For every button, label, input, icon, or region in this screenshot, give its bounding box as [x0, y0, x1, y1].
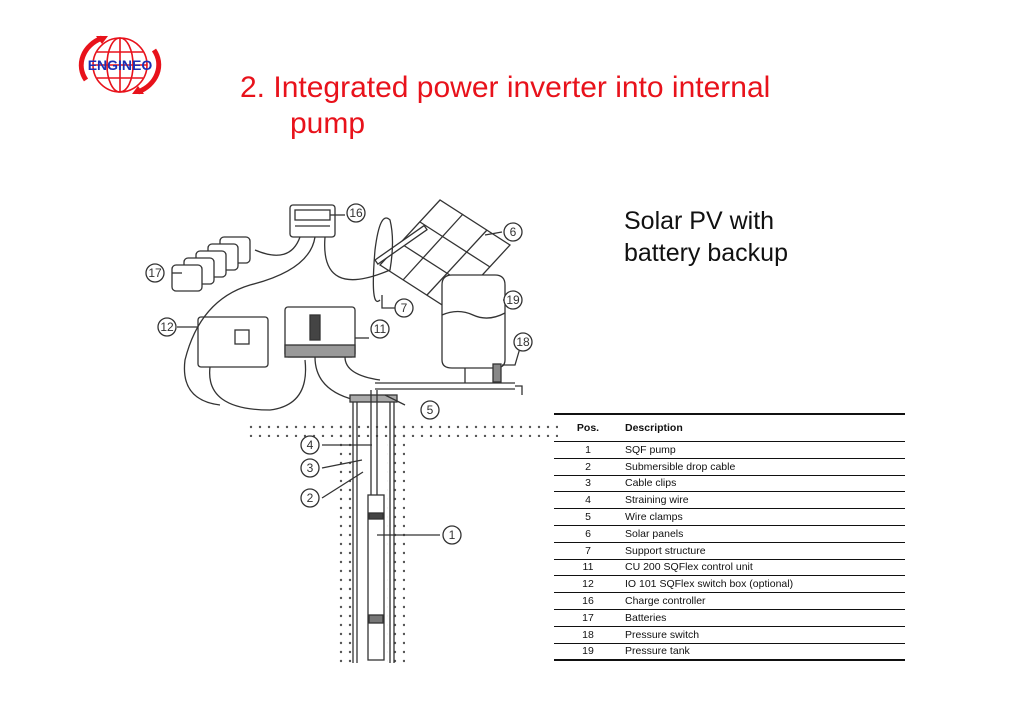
row-pos: 2	[554, 458, 622, 476]
svg-text:7: 7	[401, 301, 408, 315]
row-description: Pressure tank	[622, 643, 905, 662]
header-description: Description	[622, 413, 905, 442]
svg-text:3: 3	[307, 461, 314, 475]
row-pos: 5	[554, 508, 622, 526]
row-pos: 17	[554, 609, 622, 627]
svg-text:19: 19	[506, 293, 520, 307]
row-description: SQF pump	[622, 441, 905, 459]
svg-text:17: 17	[148, 266, 162, 280]
slide-title: 2. Integrated power inverter into intern…	[240, 70, 770, 142]
table-header-row: Pos. Description	[554, 413, 905, 442]
row-pos: 11	[554, 559, 622, 577]
row-pos: 18	[554, 626, 622, 644]
header-pos: Pos.	[554, 413, 622, 442]
svg-text:4: 4	[307, 438, 314, 452]
row-pos: 1	[554, 441, 622, 459]
row-pos: 6	[554, 525, 622, 543]
row-description: IO 101 SQFlex switch box (optional)	[622, 575, 905, 594]
callout-3: 3	[300, 458, 320, 478]
row-pos: 4	[554, 491, 622, 510]
row-description: Pressure switch	[622, 626, 905, 644]
callout-12: 12	[157, 317, 177, 337]
system-subtitle: Solar PV with battery backup	[624, 205, 788, 269]
callout-19: 19	[503, 290, 523, 310]
system-diagram: 1 2 3 4 5 6 7 11 12 16 17 18 19	[145, 199, 558, 663]
svg-text:12: 12	[160, 320, 174, 334]
svg-text:2: 2	[307, 491, 314, 505]
callout-16: 16	[346, 203, 366, 223]
subtitle-line-1: Solar PV with	[624, 207, 775, 235]
row-pos: 3	[554, 475, 622, 493]
svg-text:1: 1	[449, 528, 456, 542]
row-description: Batteries	[622, 609, 905, 627]
callout-6: 6	[503, 222, 523, 242]
engineo-logo: ENGINEO	[78, 35, 162, 95]
title-line-1: 2. Integrated power inverter into intern…	[240, 71, 771, 104]
control-unit	[284, 306, 356, 358]
title-line-2: pump	[290, 107, 366, 140]
row-description: CU 200 SQFlex control unit	[622, 559, 905, 577]
batteries	[171, 236, 251, 292]
callout-4: 4	[300, 435, 320, 455]
svg-text:6: 6	[510, 225, 517, 239]
svg-text:11: 11	[374, 322, 387, 336]
row-pos: 16	[554, 592, 622, 610]
row-description: Cable clips	[622, 475, 905, 493]
svg-text:16: 16	[349, 206, 363, 220]
row-description: Support structure	[622, 542, 905, 560]
globe-icon	[92, 37, 148, 93]
subtitle-line-2: battery backup	[624, 239, 788, 267]
callout-1: 1	[442, 525, 462, 545]
row-pos: 12	[554, 575, 622, 594]
row-pos: 19	[554, 643, 622, 662]
arrow-left-icon	[78, 35, 103, 82]
switch-box	[197, 316, 269, 368]
pressure-tank	[441, 274, 506, 369]
callout-11: 11	[370, 319, 390, 339]
row-description: Charge controller	[622, 592, 905, 610]
arrow-right-icon	[137, 48, 162, 95]
charge-controller	[289, 204, 336, 238]
borehole	[349, 390, 398, 663]
callout-7: 7	[394, 298, 414, 318]
row-description: Submersible drop cable	[622, 458, 905, 476]
callout-17: 17	[145, 263, 165, 283]
callout-18: 18	[513, 332, 533, 352]
solar-panels	[374, 199, 512, 311]
svg-text:5: 5	[427, 403, 434, 417]
row-pos: 7	[554, 542, 622, 560]
callout-2: 2	[300, 488, 320, 508]
svg-text:ENGINEO: ENGINEO	[88, 57, 153, 73]
svg-text:18: 18	[516, 335, 530, 349]
callout-5: 5	[420, 400, 440, 420]
row-description: Solar panels	[622, 525, 905, 543]
row-description: Straining wire	[622, 491, 905, 510]
row-description: Wire clamps	[622, 508, 905, 526]
water-pipe	[375, 363, 523, 395]
